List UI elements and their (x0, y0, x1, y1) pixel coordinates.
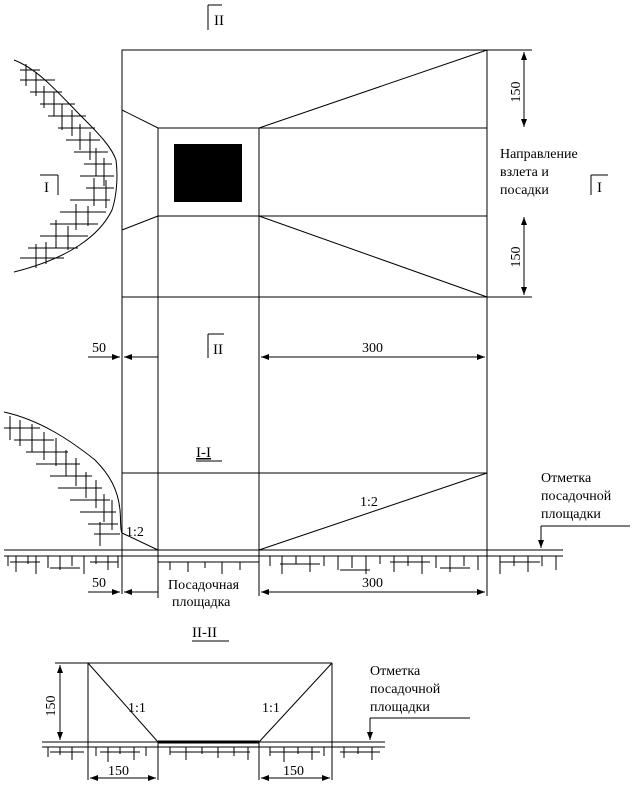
section-mark-II-lower: II (207, 333, 224, 358)
pad-label-line2: площадка (172, 595, 231, 610)
dim-height-150: 150 (44, 696, 59, 717)
slope-1-2-left: 1:2 (126, 525, 144, 540)
landing-pad-square (174, 144, 242, 202)
section-I-I: I-I 1:2 1:2 Отметка посадочной (3, 297, 630, 610)
plan-outline (121, 49, 488, 298)
dim-plan-50: 50 (92, 341, 106, 356)
mark-label-2-line1: Отметка (370, 664, 421, 679)
mark-label-1-line2: посадочной (541, 489, 612, 504)
mark-label-2-line3: площадки (370, 700, 430, 715)
section-II-II-title: II-II (192, 625, 217, 641)
direction-label-line2: взлета и (500, 165, 549, 180)
terrain-hatch-plan (13, 59, 118, 273)
mark-label-2-line2: посадочной (370, 682, 441, 697)
dim-section-50: 50 (92, 576, 106, 591)
section-mark-I-left: I (40, 174, 59, 196)
slope-1-2-right: 1:2 (360, 495, 378, 510)
dim-bottom-150: 150 (509, 247, 524, 268)
mark-label-1-line1: Отметка (541, 471, 592, 486)
plan-view: 150 150 Направление взлета и посадки II … (13, 4, 608, 360)
section-II-II: II-II 150 1:1 1:1 150 150 Отметка п (42, 625, 470, 781)
section-mark-II-top: II (207, 4, 224, 30)
mark-label-1-line3: площадки (541, 507, 601, 522)
svg-text:I: I (597, 180, 602, 196)
slope-1-1-left: 1:1 (128, 701, 146, 716)
dim-section-300: 300 (362, 576, 383, 591)
direction-label-line1: Направление (500, 147, 578, 162)
ground-hatch-section-1 (7, 556, 557, 574)
dim-plan-300: 300 (362, 341, 383, 356)
dim-top-150: 150 (509, 82, 524, 103)
terrain-hatch-section-1 (3, 411, 123, 546)
dim-bottom-left-150: 150 (108, 764, 129, 779)
section-I-I-title: I-I (196, 445, 211, 461)
svg-text:I: I (44, 180, 49, 196)
dim-bottom-right-150: 150 (283, 764, 304, 779)
plan-pad-frame (157, 127, 260, 217)
slope-1-1-right: 1:1 (262, 701, 280, 716)
direction-label-line3: посадки (500, 183, 549, 198)
section-mark-I-right: I (590, 174, 608, 196)
pad-label-line1: Посадочная (168, 578, 240, 593)
svg-text:II: II (214, 13, 224, 29)
svg-text:II: II (213, 342, 223, 358)
ground-hatch-section-2 (47, 747, 380, 762)
